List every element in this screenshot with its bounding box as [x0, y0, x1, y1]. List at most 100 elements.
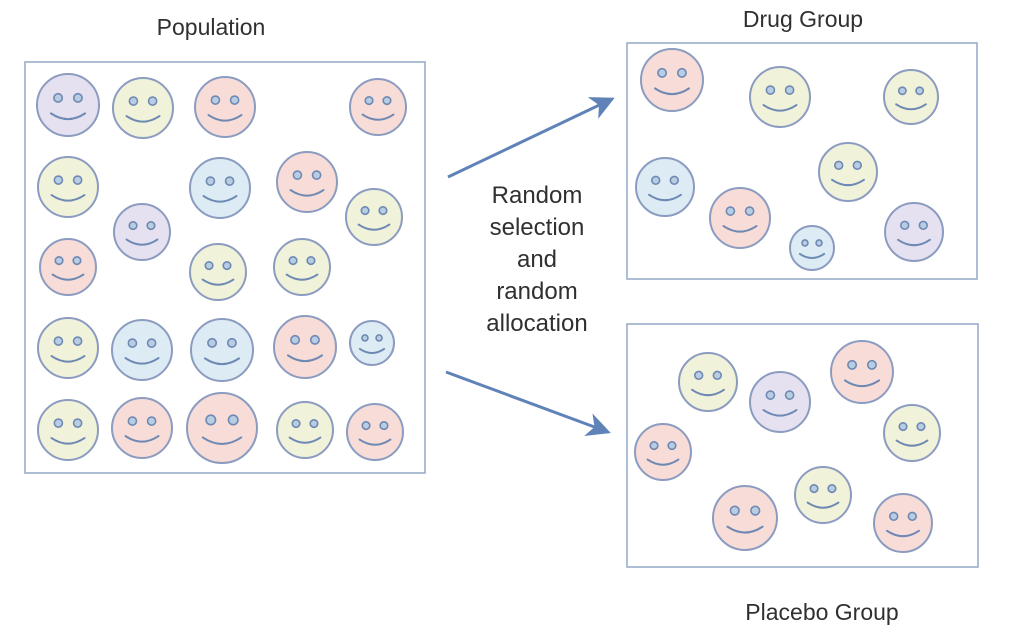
- mouth: [207, 114, 243, 122]
- smiley-face-blue: [190, 318, 254, 382]
- eye: [918, 220, 928, 231]
- mouth: [831, 178, 865, 187]
- eye: [712, 370, 722, 381]
- smiley-face-yellow: [37, 399, 99, 461]
- mouth: [201, 278, 235, 286]
- mouth: [646, 458, 680, 466]
- eye: [750, 505, 761, 516]
- smiley-face-pink: [273, 315, 337, 379]
- eye: [292, 170, 303, 180]
- mouth: [798, 252, 826, 260]
- center-label-line: random: [496, 278, 578, 305]
- smiley-face-yellow: [818, 142, 878, 202]
- center-label-line: and: [516, 246, 558, 273]
- eye: [224, 176, 235, 186]
- eye: [834, 160, 844, 171]
- eye: [847, 359, 858, 370]
- placebo-group-faces: [634, 340, 941, 553]
- eye: [205, 414, 217, 426]
- smiley-face-yellow: [273, 238, 331, 296]
- mouth: [897, 238, 931, 247]
- mouth: [806, 501, 840, 509]
- eye: [379, 420, 389, 431]
- eye: [725, 206, 736, 216]
- eye: [72, 175, 83, 185]
- smiley-face-blue: [789, 225, 835, 271]
- eye: [907, 511, 917, 522]
- random-selection-allocation-label: Random selection and random allocation: [486, 180, 587, 340]
- smiley-face-lavender: [749, 371, 811, 433]
- eye: [815, 239, 823, 247]
- center-label-line: selection: [489, 214, 585, 241]
- smiley-face-pink: [873, 493, 933, 553]
- smiley-face-yellow: [883, 69, 939, 125]
- eye: [900, 220, 910, 231]
- smiley-face-yellow: [883, 404, 941, 462]
- eye: [306, 255, 316, 266]
- mouth: [203, 357, 241, 366]
- smiley-face-blue: [349, 320, 395, 366]
- mouth: [202, 195, 238, 203]
- mouth: [49, 112, 87, 121]
- eye: [809, 483, 819, 494]
- mouth: [691, 388, 725, 397]
- smiley-face-lavender: [36, 73, 100, 137]
- eye: [72, 255, 82, 266]
- eye: [657, 67, 668, 78]
- mouth: [357, 223, 391, 231]
- eye: [801, 239, 809, 247]
- smiley-face-lavender: [884, 202, 944, 262]
- smiley-face-yellow: [37, 156, 99, 218]
- mouth: [124, 357, 160, 365]
- eye: [784, 85, 795, 95]
- smiley-face-pink: [186, 392, 258, 464]
- eye: [53, 336, 64, 346]
- population-faces: [36, 73, 407, 464]
- eye: [765, 390, 776, 400]
- eye: [669, 175, 679, 186]
- eye: [765, 85, 776, 95]
- eye: [290, 334, 301, 345]
- mouth: [361, 113, 395, 121]
- eye: [128, 96, 139, 106]
- smiley-face-yellow: [112, 77, 174, 139]
- eye: [382, 95, 392, 106]
- population-title: Population: [156, 14, 266, 40]
- eye: [222, 260, 232, 271]
- smiley-face-yellow: [345, 188, 403, 246]
- eye: [309, 334, 320, 345]
- eye: [207, 337, 218, 348]
- mouth: [286, 354, 324, 363]
- smiley-face-blue: [111, 319, 173, 381]
- drug-group-faces: [635, 48, 944, 271]
- eye: [916, 421, 926, 432]
- eye: [360, 205, 370, 216]
- eye: [694, 370, 704, 381]
- mouth: [726, 525, 764, 534]
- smiley-face-yellow: [189, 243, 247, 301]
- smiley-face-blue: [635, 157, 695, 217]
- eye: [898, 421, 908, 432]
- smiley-face-pink: [276, 151, 338, 213]
- eye: [72, 336, 83, 346]
- smiley-face-pink: [346, 403, 404, 461]
- eye: [375, 334, 383, 342]
- eye: [361, 334, 369, 342]
- arrow-to-drug-group: [447, 97, 615, 179]
- drug-group-title: Drug Group: [742, 6, 864, 32]
- smiley-face-pink: [194, 76, 256, 138]
- mouth: [124, 435, 160, 443]
- smiley-face-pink: [634, 423, 692, 481]
- mouth: [653, 87, 691, 96]
- mouth: [762, 104, 798, 112]
- mouth: [51, 273, 85, 281]
- center-label-line: allocation: [486, 310, 588, 337]
- eye: [364, 95, 374, 106]
- smiley-face-yellow: [37, 317, 99, 379]
- eye: [667, 440, 677, 451]
- smiley-face-blue: [189, 157, 251, 219]
- eye: [127, 338, 138, 348]
- arrow-to-placebo-group: [445, 370, 611, 436]
- center-label-line: Random: [491, 182, 583, 209]
- smiley-face-lavender: [113, 203, 171, 261]
